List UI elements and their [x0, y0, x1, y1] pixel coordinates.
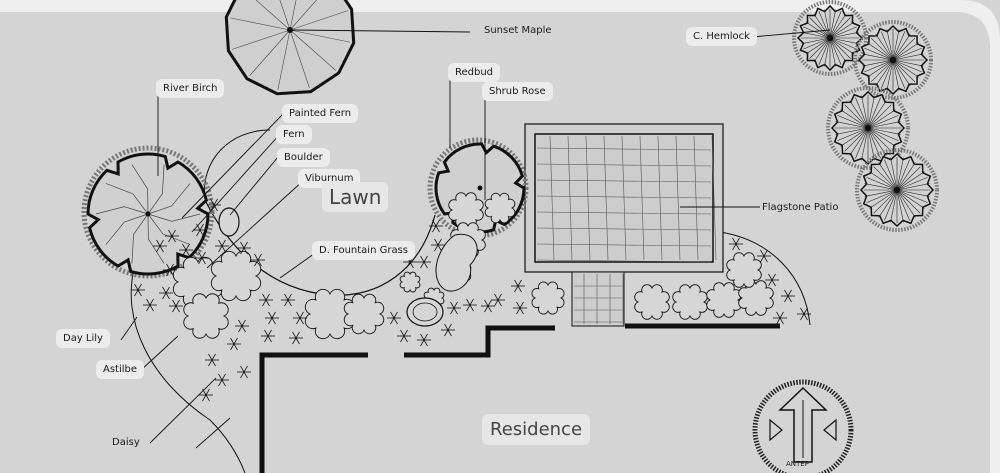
leader-lines — [120, 29, 831, 449]
redbud-symbol — [427, 137, 529, 239]
hemlock-symbols — [792, 0, 939, 232]
sunset-maple-symbol — [224, 0, 356, 96]
label-shrub-rose: Shrub Rose — [482, 82, 553, 101]
label-residence: Residence — [482, 414, 591, 445]
compass-text: ANTEP — [786, 460, 809, 468]
label-lawn: Lawn — [322, 182, 389, 212]
perennial-symbols — [131, 198, 811, 402]
label-flagstone-patio: Flagstone Patio — [762, 202, 839, 213]
bed-edge-upper — [203, 129, 271, 201]
label-painted-fern: Painted Fern — [282, 104, 359, 123]
label-boulder: Boulder — [277, 148, 330, 167]
label-d-fountain-grass: D. Fountain Grass — [312, 241, 415, 260]
shrub-symbols — [172, 192, 774, 340]
flagstone-patio — [524, 123, 724, 327]
label-redbud: Redbud — [448, 63, 501, 82]
north-arrow — [752, 379, 854, 473]
bed-edge-left — [130, 264, 246, 473]
boulder-symbol-2 — [406, 297, 444, 327]
boulder-symbol — [218, 207, 240, 237]
label-c-hemlock: C. Hemlock — [686, 27, 757, 46]
river-birch-symbol — [81, 145, 215, 279]
label-river-birch: River Birch — [156, 79, 225, 98]
label-astilbe: Astilbe — [96, 360, 145, 379]
residence-wall — [259, 325, 555, 473]
label-daisy: Daisy — [112, 437, 140, 448]
label-fern: Fern — [276, 125, 312, 144]
label-sunset-maple: Sunset Maple — [484, 25, 552, 36]
label-day-lily: Day Lily — [56, 329, 110, 348]
